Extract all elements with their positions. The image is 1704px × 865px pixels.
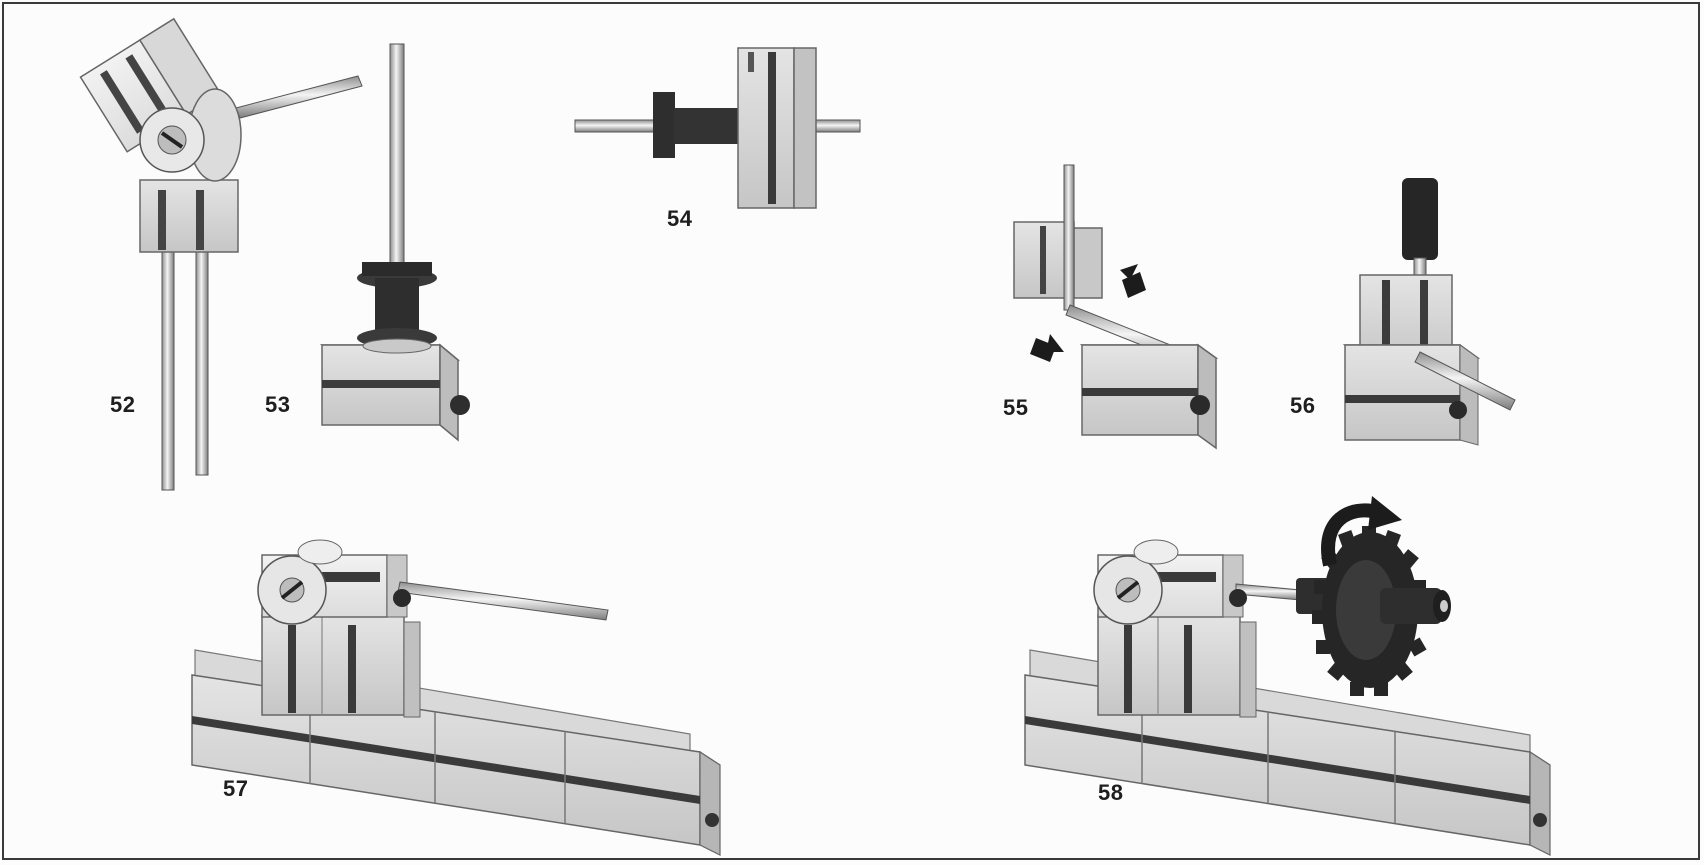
gear-wheel: [1312, 526, 1428, 696]
figure-53-axle-on-block: [319, 43, 470, 442]
push-arrow-icon: [1120, 264, 1146, 298]
figure-56-handle-assembly: [1342, 178, 1516, 446]
figure-label-53: 53: [265, 392, 291, 417]
figure-label-54: 54: [667, 206, 693, 231]
figure-55-bent-rod-assembly: [1013, 164, 1219, 450]
figure-57-bench-with-rod: [191, 539, 721, 856]
figure-54-axle-through-block: [574, 47, 861, 209]
figure-label-56: 56: [1290, 393, 1316, 418]
figure-52-swivel-joint: [79, 17, 363, 491]
figure-58-bench-with-gear: [1024, 526, 1551, 856]
figure-label-57: 57: [223, 776, 249, 801]
figure-label-55: 55: [1003, 395, 1029, 420]
push-arrow-icon: [1030, 334, 1064, 362]
rotation-arrow-icon: [1321, 496, 1402, 567]
figure-label-52: 52: [110, 392, 136, 417]
figure-label-58: 58: [1098, 780, 1124, 805]
